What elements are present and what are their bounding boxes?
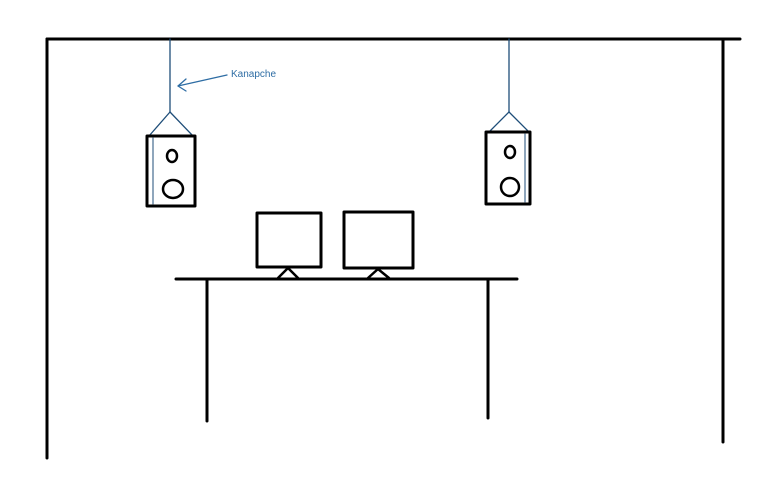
right-speaker: [484, 38, 532, 206]
right-speaker-tweeter: [503, 144, 517, 160]
left-speaker-hanger-right: [169, 111, 194, 137]
annotation-arrow-head: [177, 78, 187, 92]
right-speaker-woofer: [499, 176, 521, 198]
left-speaker-tweeter: [165, 148, 179, 164]
annotation-label: Kanapche: [231, 69, 276, 80]
right-monitor-stand: [366, 267, 391, 280]
right-monitor-screen: [342, 210, 415, 270]
room-outline: [45, 37, 742, 460]
right-speaker-cabinet: [484, 130, 532, 206]
left-speaker-cabinet: [145, 134, 197, 208]
annotation-arrow-shaft: [177, 74, 228, 87]
left-monitor: [255, 211, 323, 280]
right-monitor: [342, 210, 415, 280]
wire-annotation: Kanapche: [177, 69, 276, 92]
left-speaker: [145, 38, 197, 208]
right-speaker-hanger-right: [508, 111, 530, 133]
right-speaker-hanger-left: [488, 111, 510, 133]
left-monitor-screen: [255, 211, 323, 269]
left-speaker-woofer: [161, 178, 185, 200]
left-monitor-stand: [276, 266, 300, 280]
desk: [174, 277, 519, 423]
left-speaker-hanger-left: [148, 111, 171, 137]
